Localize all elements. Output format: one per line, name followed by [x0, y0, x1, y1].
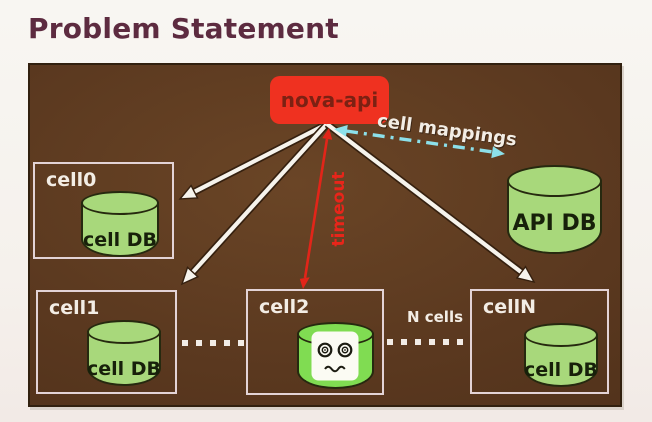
- cylinder-top: [87, 320, 161, 344]
- nova-api-node: nova-api: [270, 76, 389, 124]
- arrow-to-cellN: [324, 121, 536, 284]
- cylinder-top: [507, 165, 602, 197]
- nova-api-label: nova-api: [280, 88, 379, 112]
- cell-mappings-arrow: [334, 125, 505, 159]
- n-cells-label: N cells: [406, 308, 464, 326]
- dotted-connector-cell2-cellN: [387, 339, 467, 345]
- cell1-box: cell1 cell DB: [36, 290, 177, 394]
- api-db-label: API DB: [512, 211, 597, 236]
- slide-title: Problem Statement: [28, 12, 339, 45]
- cell2-box: cell2: [246, 289, 384, 395]
- cell0-label: cell0: [46, 169, 97, 191]
- timeout-label: timeout: [329, 171, 349, 247]
- cylinder-top: [81, 191, 159, 215]
- cell1-db-cylinder-icon: cell DB: [87, 320, 161, 386]
- cell1-db-label: cell DB: [87, 358, 162, 380]
- cell2-label: cell2: [259, 296, 310, 318]
- diagram-panel: nova-api cell0 cell DB cell1 cell DB cel…: [28, 63, 622, 407]
- dotted-connector-cell1-cell2: [182, 340, 244, 346]
- cell0-db-cylinder-icon: cell DB: [81, 191, 159, 257]
- arrows-layer: [178, 120, 536, 289]
- cellN-db-label: cell DB: [524, 359, 599, 381]
- cell0-db-label: cell DB: [82, 229, 158, 251]
- arrow-to-cell0: [178, 120, 329, 200]
- timeout-arrow: [299, 128, 333, 289]
- cellN-box: cellN cell DB: [470, 289, 609, 394]
- cellN-label: cellN: [483, 296, 537, 318]
- cell1-label: cell1: [49, 297, 100, 319]
- arrow-to-cell1: [180, 121, 330, 286]
- cylinder-top: [524, 323, 598, 347]
- cellN-db-cylinder-icon: cell DB: [524, 323, 598, 387]
- cell0-box: cell0 cell DB: [33, 162, 174, 259]
- cell2-db-cylinder-icon: [297, 322, 374, 389]
- api-db-cylinder-icon: API DB: [507, 165, 602, 254]
- dizzy-face-icon: [311, 331, 359, 381]
